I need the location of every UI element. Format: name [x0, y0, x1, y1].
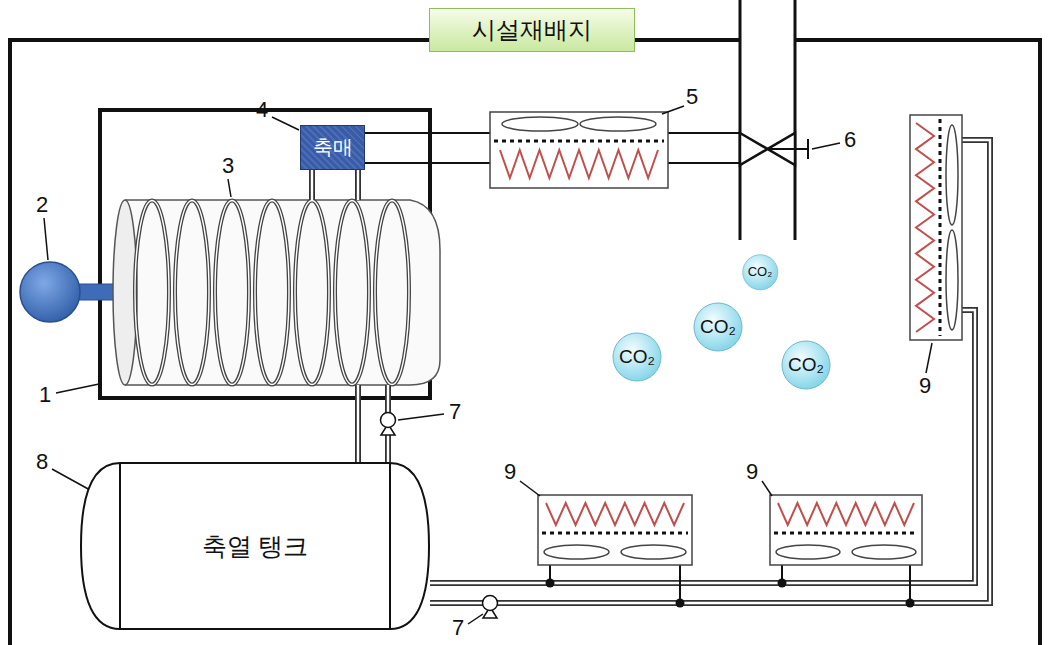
- leader-line: [398, 414, 444, 420]
- unit-leg: [550, 565, 680, 603]
- callout-number: 2: [36, 192, 48, 218]
- coil-pipe: [355, 170, 361, 200]
- fan-coil-unit: [910, 115, 962, 340]
- fan-blade: [502, 117, 578, 131]
- callout-number: 7: [452, 615, 464, 641]
- supply-pipe: [430, 310, 975, 583]
- leader-line: [228, 179, 231, 197]
- bubble-shape: [613, 333, 661, 381]
- pump-symbol: [381, 413, 396, 428]
- callout-number: 9: [504, 459, 516, 485]
- heating-coil: [500, 150, 658, 178]
- callout-number: 9: [919, 373, 931, 399]
- heating-coil: [916, 123, 934, 332]
- tank-pipe-core: [357, 385, 359, 462]
- fan-blade: [621, 545, 686, 559]
- fan-blade: [776, 545, 840, 559]
- heat-exchanger: [490, 112, 668, 188]
- pipe-joint: [546, 579, 555, 588]
- filter-line: [774, 532, 918, 535]
- fan-blade: [580, 117, 656, 131]
- filter-line: [542, 532, 688, 535]
- coil-winding: [135, 201, 169, 385]
- fan-coil-unit: [538, 495, 692, 565]
- co2-bubble: CO₂: [781, 340, 831, 390]
- return-pipe: [430, 140, 990, 603]
- tank-shape: [81, 463, 429, 629]
- coil-winding-core: [335, 201, 369, 385]
- leader-line: [468, 614, 483, 624]
- bubble-shape: [742, 254, 777, 289]
- fan-blade: [852, 545, 916, 559]
- node-text: CO₂: [748, 264, 773, 279]
- catalyst-box: 축매: [300, 125, 365, 170]
- fan-blade: [544, 545, 609, 559]
- combustion-cylinder: [125, 200, 440, 385]
- callout-number: 9: [746, 459, 758, 485]
- heating-coil: [546, 503, 684, 525]
- filter-line: [494, 140, 664, 143]
- coil-winding: [255, 201, 289, 385]
- leader-line: [56, 384, 99, 393]
- pipe-joint: [676, 599, 685, 608]
- coil-winding-core: [175, 201, 209, 385]
- leader-line: [812, 143, 840, 149]
- bubble-shape: [694, 303, 742, 351]
- coil-pipe-core: [311, 170, 313, 200]
- node-text: 축매: [313, 134, 353, 161]
- node-text: CO₂: [619, 346, 655, 368]
- callout-number: 1: [39, 382, 51, 408]
- coil-winding: [335, 201, 369, 385]
- return-pipe-core: [430, 140, 990, 603]
- leader-line: [520, 481, 540, 496]
- pump-symbol: [483, 596, 498, 611]
- fan-coil-unit: [770, 495, 922, 565]
- leader-line: [762, 481, 772, 496]
- node-text: 축열 탱크: [202, 530, 309, 563]
- leader-line: [926, 343, 932, 373]
- co2-bubble: CO₂: [693, 302, 743, 352]
- leader-line: [662, 106, 684, 114]
- heating-coil: [778, 503, 914, 525]
- coil-winding: [215, 201, 249, 385]
- leader-line: [52, 469, 90, 490]
- greenhouse-frame: [10, 40, 1040, 645]
- coil-winding-core: [215, 201, 249, 385]
- tank-pipe: [355, 385, 361, 462]
- co2-bubble: CO₂: [612, 332, 662, 382]
- coil-winding-core: [375, 201, 409, 385]
- supply-pipe-core: [430, 310, 975, 583]
- co2-bubble: CO₂: [742, 254, 779, 291]
- callout-number: 8: [36, 449, 48, 475]
- filter-line: [939, 119, 942, 336]
- coil-winding: [375, 201, 409, 385]
- callout-number: 3: [222, 153, 234, 179]
- node-text: CO₂: [700, 316, 736, 338]
- chimney: [740, 0, 795, 240]
- title-banner: 시설재배지: [429, 8, 635, 52]
- valve-stem: [767, 139, 808, 159]
- pipe-joint: [778, 579, 787, 588]
- blower: [20, 262, 80, 322]
- coil-winding-core: [255, 201, 289, 385]
- node-text: CO₂: [788, 354, 824, 376]
- coil-pipe: [309, 170, 315, 200]
- bubble-shape: [782, 341, 830, 389]
- callout-number: 4: [256, 97, 268, 123]
- coil-winding: [295, 201, 329, 385]
- coil-winding-core: [135, 201, 169, 385]
- fan-blade: [946, 125, 958, 225]
- leader-line: [272, 117, 299, 130]
- callout-number: 6: [844, 127, 856, 153]
- callout-number: 5: [686, 84, 698, 110]
- pipe-joint: [906, 599, 915, 608]
- fan-blade: [946, 230, 958, 330]
- leader-line: [44, 218, 48, 260]
- unit-leg: [782, 565, 910, 603]
- callout-number: 7: [449, 399, 461, 425]
- storage-tank: 축열 탱크: [80, 462, 430, 630]
- coil-winding-core: [295, 201, 329, 385]
- coil-winding: [175, 201, 209, 385]
- coil-pipe-core: [357, 170, 359, 200]
